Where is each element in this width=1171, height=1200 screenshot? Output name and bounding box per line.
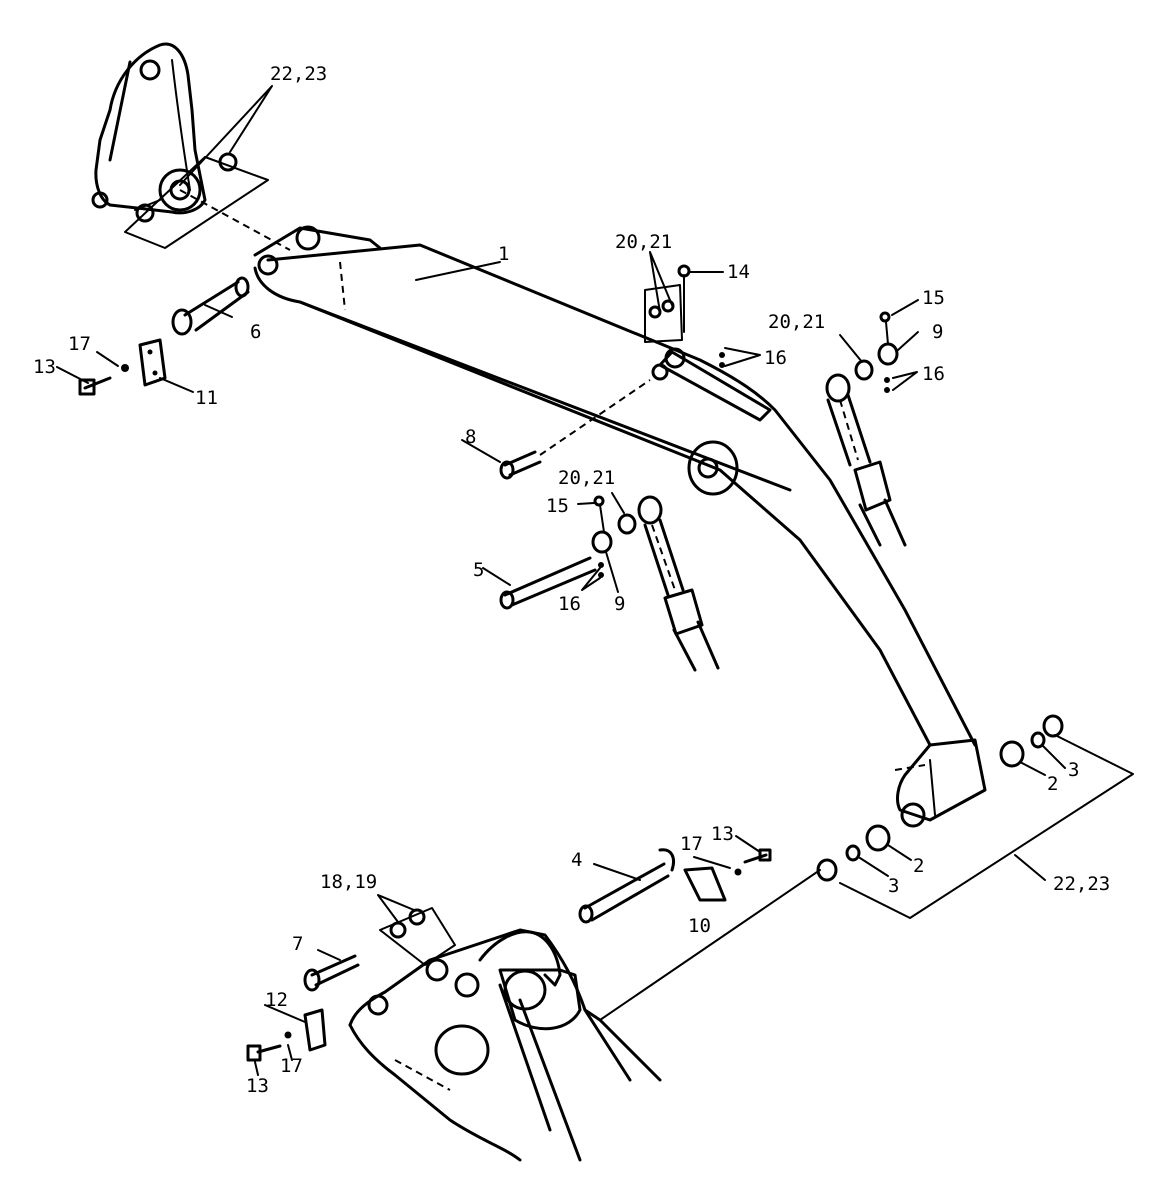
callout-17-c: 17 <box>280 1055 303 1077</box>
pin-7 <box>303 954 360 992</box>
callout-11: 11 <box>195 387 218 409</box>
callout-15-a: 15 <box>922 287 945 309</box>
callout-16-c: 16 <box>558 593 581 615</box>
callout-2-a: 2 <box>1047 773 1058 795</box>
washers-9-15-16-middle <box>591 495 637 578</box>
callout-6: 6 <box>250 321 261 343</box>
boom-foot-frame <box>348 928 662 1162</box>
bushings-2-3-upper <box>999 714 1064 768</box>
callout-16-a: 16 <box>764 347 787 369</box>
callout-13-a: 13 <box>33 356 56 378</box>
callout-1: 1 <box>498 243 509 265</box>
callout-7: 7 <box>292 933 303 955</box>
boom-main-body <box>253 225 987 828</box>
callout-22-23-top: 22,23 <box>270 63 327 85</box>
callout-17-a: 17 <box>68 333 91 355</box>
bushing-link-line <box>599 869 821 1021</box>
callout-8: 8 <box>465 426 476 448</box>
callout-12: 12 <box>265 989 288 1011</box>
callout-3-a: 3 <box>1068 759 1079 781</box>
spring-17-a <box>121 364 129 372</box>
callout-9-a: 9 <box>932 321 943 343</box>
pin-4 <box>578 848 675 924</box>
callout-14: 14 <box>727 261 750 283</box>
callout-18-19: 18,19 <box>320 871 377 893</box>
callout-13-b: 13 <box>711 823 734 845</box>
callout-5: 5 <box>473 559 484 581</box>
bolt-13-b <box>743 848 772 864</box>
right-cylinder <box>825 373 907 547</box>
callout-20-21-b: 20,21 <box>768 311 825 333</box>
callout-16-b: 16 <box>922 363 945 385</box>
spring-17-b <box>734 868 742 876</box>
pin-5 <box>499 556 597 610</box>
callout-20-21-c: 20,21 <box>558 467 615 489</box>
callout-13-c: 13 <box>246 1075 269 1097</box>
callout-labels: 22,23 1 20,21 14 15 20,21 9 16 16 6 17 1… <box>33 63 1110 1097</box>
spring-17-c <box>284 1031 292 1039</box>
plate-bracket-14 <box>644 264 725 368</box>
bolt-13-c <box>246 1044 282 1062</box>
callout-4: 4 <box>571 849 582 871</box>
leader-lines <box>56 85 1066 1076</box>
bracket-18-19 <box>379 907 456 966</box>
pin-6 <box>171 276 250 336</box>
callout-3-b: 3 <box>888 875 899 897</box>
middle-cylinder <box>637 495 720 672</box>
plate-10 <box>683 866 727 902</box>
pin-8 <box>499 450 542 480</box>
bolt-13-a <box>78 376 112 396</box>
callout-15-b: 15 <box>546 495 569 517</box>
callout-22-23-bottom: 22,23 <box>1053 873 1110 895</box>
callout-17-b: 17 <box>680 833 703 855</box>
bushing-kit-outline <box>839 734 1134 919</box>
callout-20-21-a: 20,21 <box>615 231 672 253</box>
arm-end-assembly <box>91 42 291 251</box>
callout-2-b: 2 <box>913 855 924 877</box>
bushings-2-3-lower <box>816 824 891 882</box>
callout-9-b: 9 <box>614 593 625 615</box>
plate-11 <box>138 338 167 387</box>
plate-12 <box>303 1008 327 1052</box>
washers-9-15-16-right <box>854 311 899 393</box>
callout-10: 10 <box>688 915 711 937</box>
